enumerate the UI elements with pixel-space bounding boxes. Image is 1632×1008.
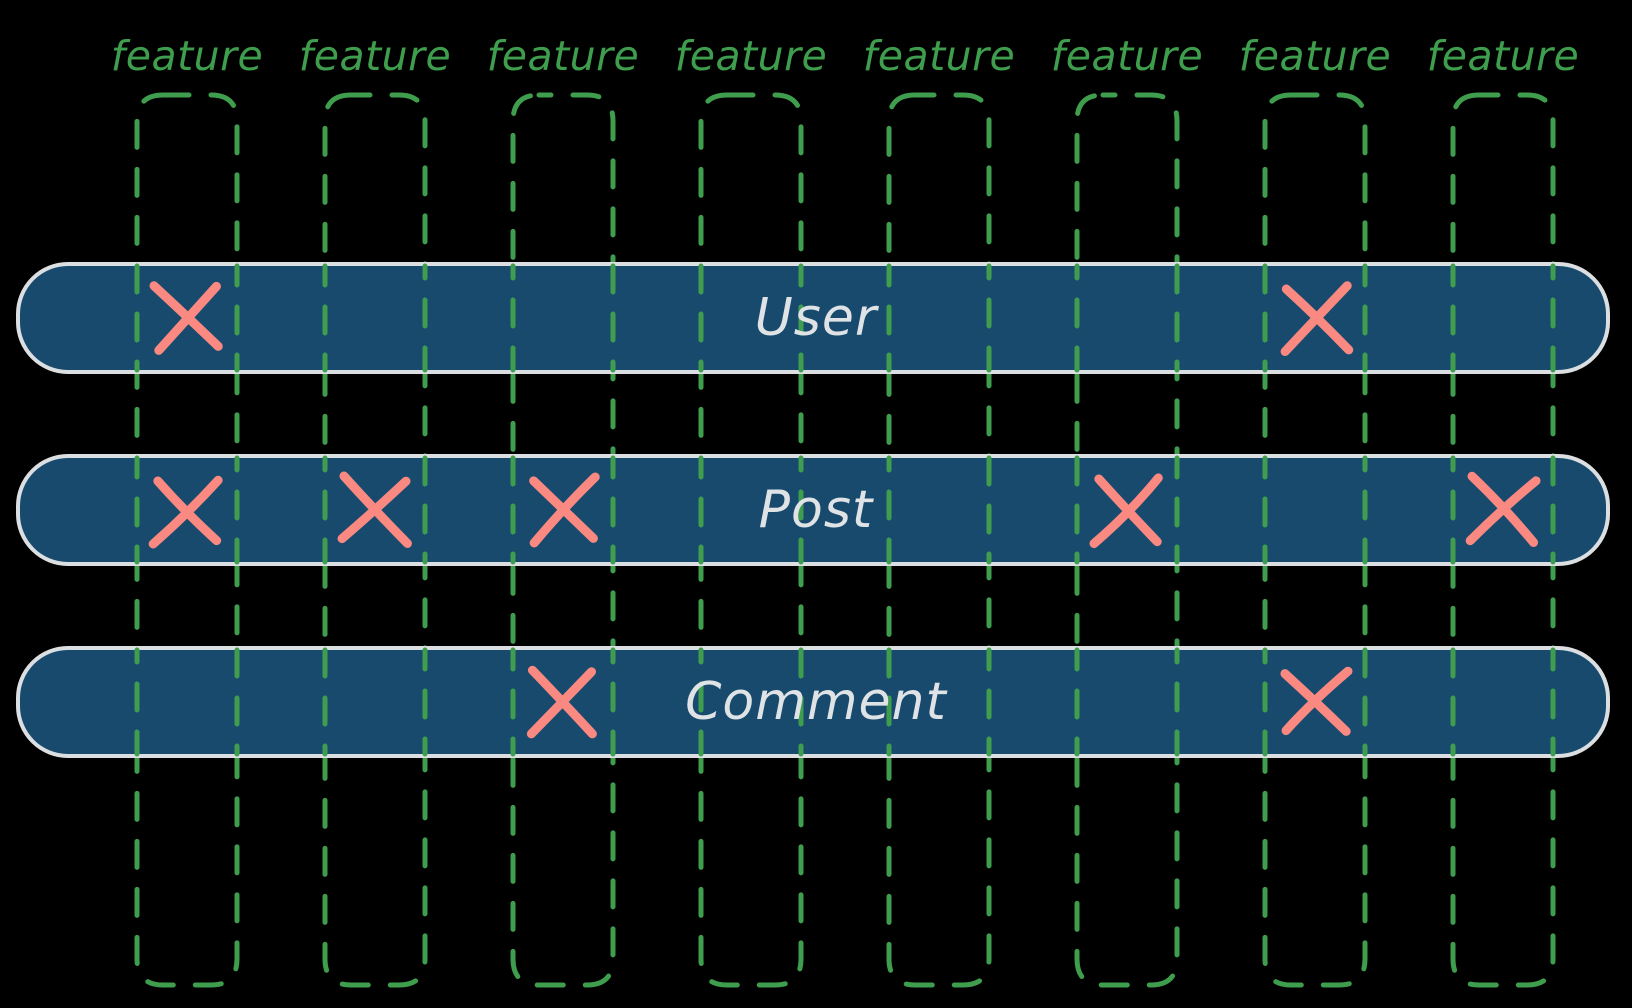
entity-row-comment[interactable] xyxy=(16,646,1610,758)
cross-x-icon[interactable] xyxy=(1280,666,1353,736)
entity-row-body xyxy=(16,646,1610,758)
entity-row-body xyxy=(16,454,1610,566)
cross-x-icon[interactable] xyxy=(1465,471,1541,547)
feature-column-label-6: feature xyxy=(1050,32,1204,80)
entity-row-post[interactable] xyxy=(16,454,1610,566)
entity-row-label-post: Post xyxy=(758,480,874,540)
cross-x-icon[interactable] xyxy=(526,665,597,739)
entity-row-label-user: User xyxy=(754,288,878,348)
cross-x-icon[interactable] xyxy=(1089,473,1163,549)
feature-column-3[interactable] xyxy=(510,92,616,988)
cross-marks-group xyxy=(148,281,1541,739)
feature-column-label-5: feature xyxy=(862,32,1016,80)
entity-row-user[interactable] xyxy=(16,262,1610,374)
entity-row-body xyxy=(16,262,1610,374)
cross-x-icon[interactable] xyxy=(337,471,412,548)
feature-column-label-4: feature xyxy=(674,32,828,80)
feature-column-6[interactable] xyxy=(1074,92,1180,988)
cross-x-icon[interactable] xyxy=(529,472,600,548)
feature-column-8[interactable] xyxy=(1450,92,1556,988)
feature-column-5[interactable] xyxy=(886,92,992,988)
feature-column-2[interactable] xyxy=(322,92,428,988)
feature-column-label-7: feature xyxy=(1238,32,1392,80)
feature-column-label-8: feature xyxy=(1426,32,1580,80)
cross-x-icon[interactable] xyxy=(1280,281,1354,357)
feature-columns-group xyxy=(134,92,1556,988)
feature-column-label-3: feature xyxy=(486,32,640,80)
cross-x-icon[interactable] xyxy=(149,281,223,355)
feature-column-7[interactable] xyxy=(1262,92,1368,988)
feature-column-4[interactable] xyxy=(698,92,804,988)
feature-column-1[interactable] xyxy=(134,92,240,988)
feature-column-label-2: feature xyxy=(298,32,452,80)
entity-rows-group xyxy=(16,262,1610,758)
feature-column-label-1: feature xyxy=(110,32,264,80)
entity-row-label-comment: Comment xyxy=(685,672,947,732)
cross-x-icon[interactable] xyxy=(148,475,223,549)
